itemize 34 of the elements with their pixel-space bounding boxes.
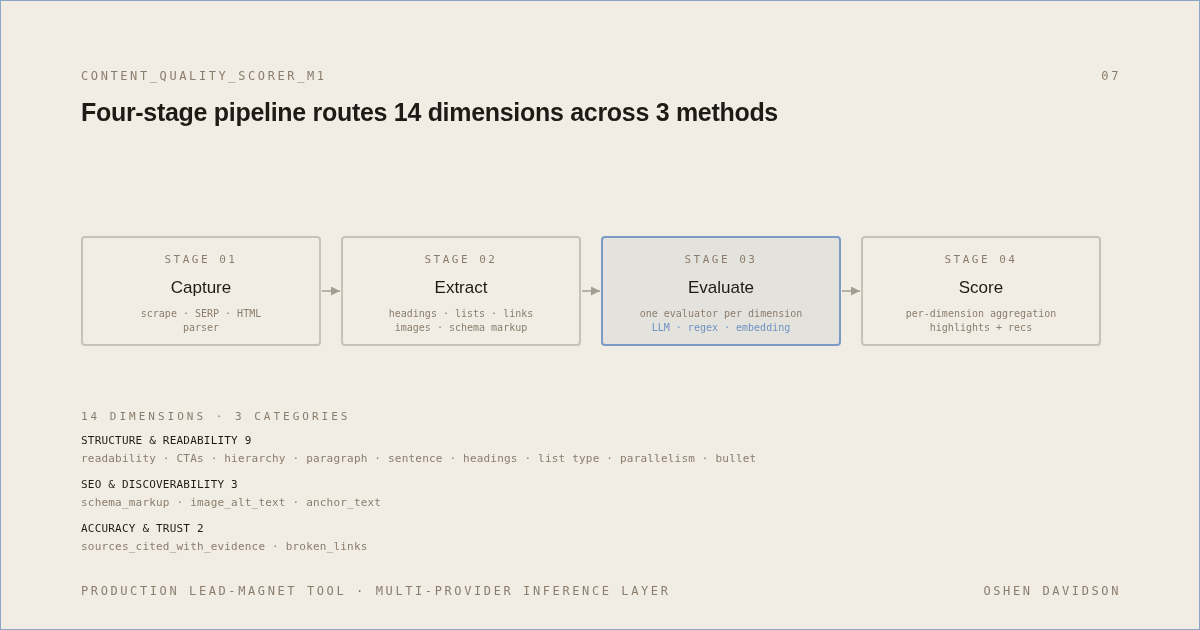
stage-description: scrape · SERP · HTML parser (139, 307, 263, 335)
stage-card (341, 236, 581, 346)
stage-title: Evaluate (687, 278, 755, 298)
category-heading: STRUCTURE & READABILITY 9 (81, 434, 252, 447)
document-code: CONTENT_QUALITY_SCORER_M1 (81, 69, 327, 83)
category-heading: ACCURACY & TRUST 2 (81, 522, 204, 535)
dimension-list: sources_cited_with_evidence · broken_links (81, 540, 368, 553)
stage-description: headings · lists · links (388, 307, 534, 321)
author-name: OSHEN DAVIDSON (983, 584, 1121, 598)
stage-title: Extract (434, 278, 488, 298)
title: Four-stage pipeline routes 14 dimensions across 3 methods (81, 98, 778, 127)
stage-card (81, 236, 321, 346)
stage-number: STAGE 02 (424, 253, 498, 266)
arrow (581, 286, 601, 296)
stage-card (861, 236, 1101, 346)
stage-description: per-dimension aggregation (905, 307, 1057, 321)
stage-number: STAGE 04 (944, 253, 1018, 266)
stage-card (601, 236, 841, 346)
dimension-list: readability · CTAs · hierarchy · paragraph · sentence · headings · list type · parallelism · bullet (81, 452, 757, 465)
stage-title: Capture (170, 278, 232, 298)
stage-description: LLM · regex · embedding (651, 321, 791, 335)
stage-description: one evaluator per dimension (639, 307, 803, 321)
stage-title: Score (958, 278, 1004, 298)
footer-note: PRODUCTION LEAD-MAGNET TOOL · MULTI-PROVIDER INFERENCE LAYER (81, 584, 671, 598)
category-heading: SEO & DISCOVERABILITY 3 (81, 478, 238, 491)
dimension-list: schema_markup · image_alt_text · anchor_text (81, 496, 382, 509)
arrow (321, 286, 341, 296)
arrow (841, 286, 861, 296)
section-heading: 14 DIMENSIONS · 3 CATEGORIES (81, 410, 351, 423)
page-number: 07 (1101, 69, 1121, 83)
stage-description: highlights + recs (929, 321, 1033, 335)
stage-number: STAGE 03 (684, 253, 758, 266)
stage-description: images · schema markup (394, 321, 528, 335)
stage-number: STAGE 01 (164, 253, 238, 266)
